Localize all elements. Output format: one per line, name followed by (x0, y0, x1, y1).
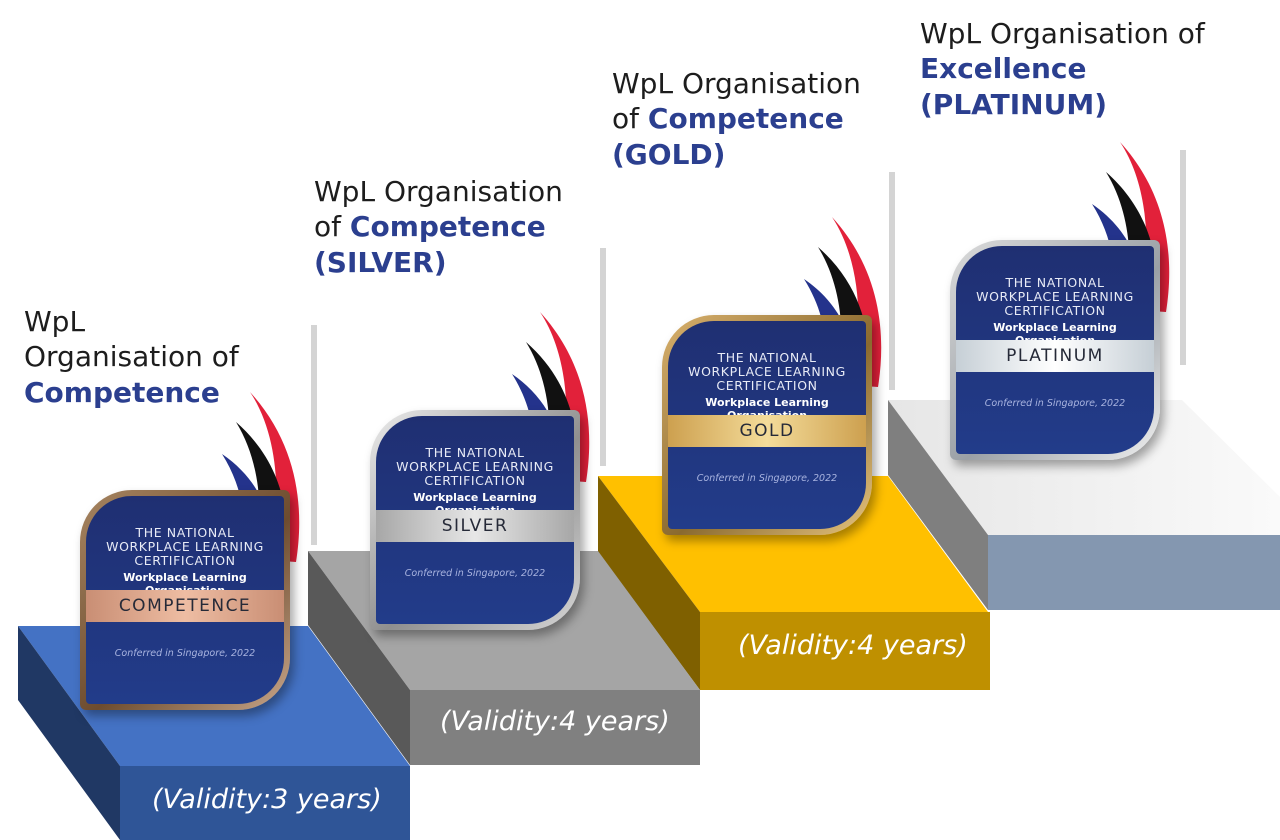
step-competence-side (18, 626, 120, 840)
tier-title-emphasis: Excellence (PLATINUM) (920, 52, 1108, 121)
badge-frame: THE NATIONAL WORKPLACE LEARNING CERTIFIC… (950, 240, 1160, 460)
tier-title-emphasis: Competence (SILVER) (314, 210, 546, 279)
tier-title-platinum: WpL Organisation of Excellence (PLATINUM… (920, 17, 1205, 121)
tier-title-competence: WpL Organisation of Competence (24, 305, 239, 409)
riser-line (600, 248, 606, 466)
validity-competence: (Validity:3 years) (152, 784, 382, 815)
validity-silver: (Validity:4 years) (440, 706, 670, 737)
badge-level-band: PLATINUM (956, 340, 1154, 372)
validity-gold: (Validity:4 years) (738, 630, 968, 661)
badge-heading: THE NATIONAL WORKPLACE LEARNING CERTIFIC… (976, 275, 1134, 318)
badge-face: THE NATIONAL WORKPLACE LEARNING CERTIFIC… (668, 321, 866, 529)
step-gold-front (700, 612, 990, 690)
badge-gold: THE NATIONAL WORKPLACE LEARNING CERTIFIC… (662, 217, 882, 535)
badge-footer: Conferred in Singapore, 2022 (114, 648, 256, 659)
badge-face: THE NATIONAL WORKPLACE LEARNING CERTIFIC… (376, 416, 574, 624)
badge-face: THE NATIONAL WORKPLACE LEARNING CERTIFIC… (86, 496, 284, 704)
step-competence-front (120, 766, 410, 840)
badge-footer: Conferred in Singapore, 2022 (984, 398, 1126, 409)
badge-frame: THE NATIONAL WORKPLACE LEARNING CERTIFIC… (80, 490, 290, 710)
step-platinum-side (888, 400, 988, 610)
step-silver-front (410, 690, 700, 765)
badge-heading: THE NATIONAL WORKPLACE LEARNING CERTIFIC… (688, 350, 846, 393)
badge-footer: Conferred in Singapore, 2022 (696, 473, 838, 484)
tier-title-gold: WpL Organisation of Competence (GOLD) (612, 67, 861, 171)
step-platinum-front (988, 535, 1280, 610)
badge-silver: THE NATIONAL WORKPLACE LEARNING CERTIFIC… (370, 312, 590, 630)
riser-line (1180, 150, 1186, 365)
riser-line (889, 172, 895, 390)
badge-face: THE NATIONAL WORKPLACE LEARNING CERTIFIC… (956, 246, 1154, 454)
badge-frame: THE NATIONAL WORKPLACE LEARNING CERTIFIC… (370, 410, 580, 630)
badge-level-band: GOLD (668, 415, 866, 447)
badge-level-band: COMPETENCE (86, 590, 284, 622)
step-gold-side (598, 476, 700, 690)
riser-line (311, 325, 317, 545)
step-silver-side (308, 551, 410, 765)
badge-level-band: SILVER (376, 510, 574, 542)
badge-heading: THE NATIONAL WORKPLACE LEARNING CERTIFIC… (396, 445, 554, 488)
badge-frame: THE NATIONAL WORKPLACE LEARNING CERTIFIC… (662, 315, 872, 535)
tier-title-silver: WpL Organisation of Competence (SILVER) (314, 175, 563, 279)
badge-platinum: THE NATIONAL WORKPLACE LEARNING CERTIFIC… (950, 142, 1170, 460)
tier-title-emphasis: Competence (GOLD) (612, 102, 844, 171)
badge-footer: Conferred in Singapore, 2022 (404, 568, 546, 579)
badge-competence: THE NATIONAL WORKPLACE LEARNING CERTIFIC… (80, 392, 300, 710)
tier-title-emphasis: Competence (24, 375, 220, 409)
badge-heading: THE NATIONAL WORKPLACE LEARNING CERTIFIC… (106, 525, 264, 568)
